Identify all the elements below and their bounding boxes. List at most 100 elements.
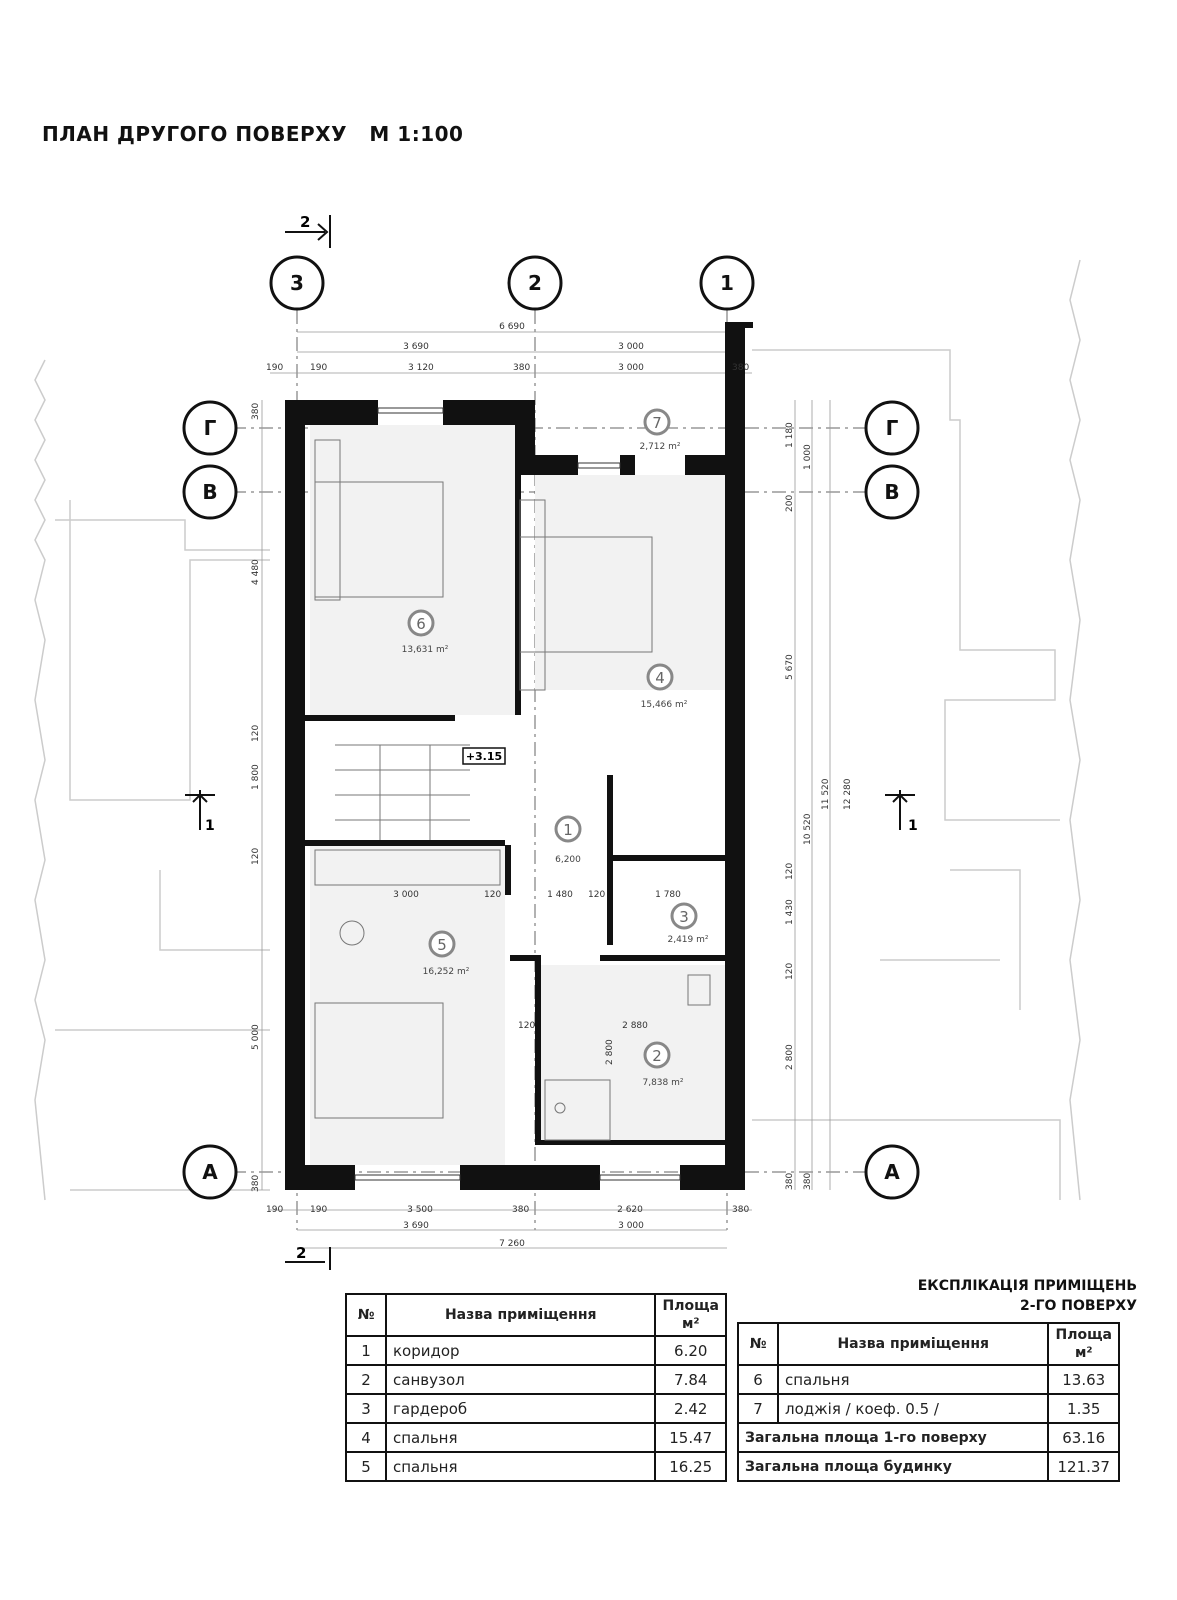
svg-text:1 800: 1 800 — [251, 764, 261, 790]
svg-text:1 480: 1 480 — [547, 890, 573, 900]
windows — [354, 407, 681, 1181]
section-label: 1 — [908, 818, 918, 834]
room-tag-7: 7 2,712 m² — [639, 408, 681, 452]
furniture — [314, 439, 711, 1141]
axis-label: В — [202, 480, 217, 504]
axis-label: 1 — [720, 271, 734, 295]
axis-markers: 3 2 1 Г Г В В А А — [182, 255, 920, 1200]
section-markers — [185, 215, 915, 1270]
svg-text:3 000: 3 000 — [618, 363, 644, 373]
plan-title: ПЛАН ДРУГОГО ПОВЕРХУ М 1:100 — [42, 122, 464, 146]
svg-text:6,200: 6,200 — [555, 855, 581, 865]
neighbour-units — [34, 259, 1081, 1201]
room-tag-1: 16,200 — [554, 815, 582, 865]
axis-label: А — [202, 1160, 218, 1184]
axis-label: Г — [204, 416, 217, 440]
svg-text:190: 190 — [266, 363, 283, 373]
room-tag-3: 3 2,419 m² — [667, 902, 709, 945]
svg-text:3 120: 3 120 — [408, 363, 434, 373]
svg-text:3 000: 3 000 — [618, 1221, 644, 1231]
svg-text:120: 120 — [785, 863, 795, 880]
room-tag-4: 415,466 m² — [641, 663, 688, 710]
svg-text:1 000: 1 000 — [803, 444, 813, 470]
svg-text:1 780: 1 780 — [655, 890, 681, 900]
svg-text:200: 200 — [785, 495, 795, 512]
section-label: 2 — [296, 1244, 306, 1262]
bed-icon — [314, 1002, 444, 1119]
axis-label: В — [884, 480, 899, 504]
room-tag-2: 2 7,838 m² — [642, 1041, 684, 1088]
svg-text:120: 120 — [251, 725, 261, 742]
section-label: 2 — [300, 213, 310, 231]
svg-text:2,419 m²: 2,419 m² — [667, 935, 708, 945]
axis-label: Г — [886, 416, 899, 440]
svg-text:7,838 m²: 7,838 m² — [642, 1078, 683, 1088]
svg-text:4 480: 4 480 — [251, 559, 261, 585]
svg-text:2: 2 — [652, 1047, 662, 1065]
svg-text:190: 190 — [310, 1205, 327, 1215]
svg-text:120: 120 — [785, 963, 795, 980]
level-mark — [462, 747, 506, 765]
svg-text:3 000: 3 000 — [393, 890, 419, 900]
section-label: 1 — [205, 818, 215, 834]
svg-text:2 620: 2 620 — [617, 1205, 643, 1215]
svg-text:5 000: 5 000 — [251, 1024, 261, 1050]
axis-label: 2 — [528, 271, 542, 295]
explication-title-line1: ЕКСПЛІКАЦІЯ ПРИМІЩЕНЬ — [917, 1278, 1137, 1294]
svg-text:1 430: 1 430 — [785, 899, 795, 925]
walls — [285, 322, 753, 1190]
room-tag-6: 6 13,631 m² — [402, 609, 449, 655]
svg-text:3 690: 3 690 — [403, 342, 429, 352]
svg-text:380: 380 — [732, 363, 749, 373]
svg-text:6 690: 6 690 — [499, 322, 525, 332]
svg-text:3 500: 3 500 — [407, 1205, 433, 1215]
svg-text:3 690: 3 690 — [403, 1221, 429, 1231]
svg-text:7: 7 — [652, 414, 662, 432]
svg-text:12 280: 12 280 — [843, 778, 853, 810]
axis-label: 3 — [290, 271, 304, 295]
svg-text:2 880: 2 880 — [622, 1021, 648, 1031]
svg-text:2,712 m²: 2,712 m² — [639, 442, 680, 452]
svg-text:1 180: 1 180 — [785, 422, 795, 448]
svg-text:5: 5 — [437, 936, 447, 954]
svg-text:4: 4 — [655, 669, 665, 687]
svg-text:10 520: 10 520 — [803, 813, 813, 845]
svg-text:16,252 m²: 16,252 m² — [423, 967, 470, 977]
svg-text:11 520: 11 520 — [821, 778, 831, 810]
explication-title: ЕКСПЛІКАЦІЯ ПРИМІЩЕНЬ 2-ГО ПОВЕРХУ — [918, 1276, 1137, 1316]
svg-text:6: 6 — [416, 615, 426, 633]
svg-text:380: 380 — [803, 1173, 813, 1190]
axis-label: А — [884, 1160, 900, 1184]
svg-text:380: 380 — [513, 363, 530, 373]
dimension-labels: 6 690 3 690 3 000 190 190 3 120 380 3 00… — [251, 322, 853, 1249]
svg-text:2 800: 2 800 — [605, 1039, 615, 1065]
room-tags: 16,200 2 7,838 m² 3 2,419 m² 415,466 m² 5 1… — [402, 408, 709, 1088]
col-num: № — [345, 1293, 387, 1337]
svg-text:190: 190 — [266, 1205, 283, 1215]
col-name: Назва приміщення — [384, 1293, 657, 1337]
explication-title-line2: 2-ГО ПОВЕРХУ — [1020, 1298, 1137, 1314]
level-label: +3.15 — [466, 750, 502, 763]
svg-text:7 260: 7 260 — [499, 1239, 525, 1249]
svg-text:380: 380 — [251, 1175, 261, 1192]
col-name: Назва приміщення — [776, 1322, 1050, 1366]
svg-text:3 000: 3 000 — [618, 342, 644, 352]
chair-icon — [339, 920, 365, 946]
svg-text:380: 380 — [251, 403, 261, 420]
floor-plan-drawing: 3 2 1 Г Г В В А А 2 2 1 1 +3.15 6 690 3 … — [34, 213, 1081, 1270]
svg-text:13,631 m²: 13,631 m² — [402, 645, 449, 655]
svg-text:380: 380 — [785, 1173, 795, 1190]
svg-text:3: 3 — [679, 908, 689, 926]
svg-text:5 670: 5 670 — [785, 654, 795, 680]
room-fills — [310, 425, 725, 1165]
room-tag-5: 5 16,252 m² — [423, 930, 470, 977]
